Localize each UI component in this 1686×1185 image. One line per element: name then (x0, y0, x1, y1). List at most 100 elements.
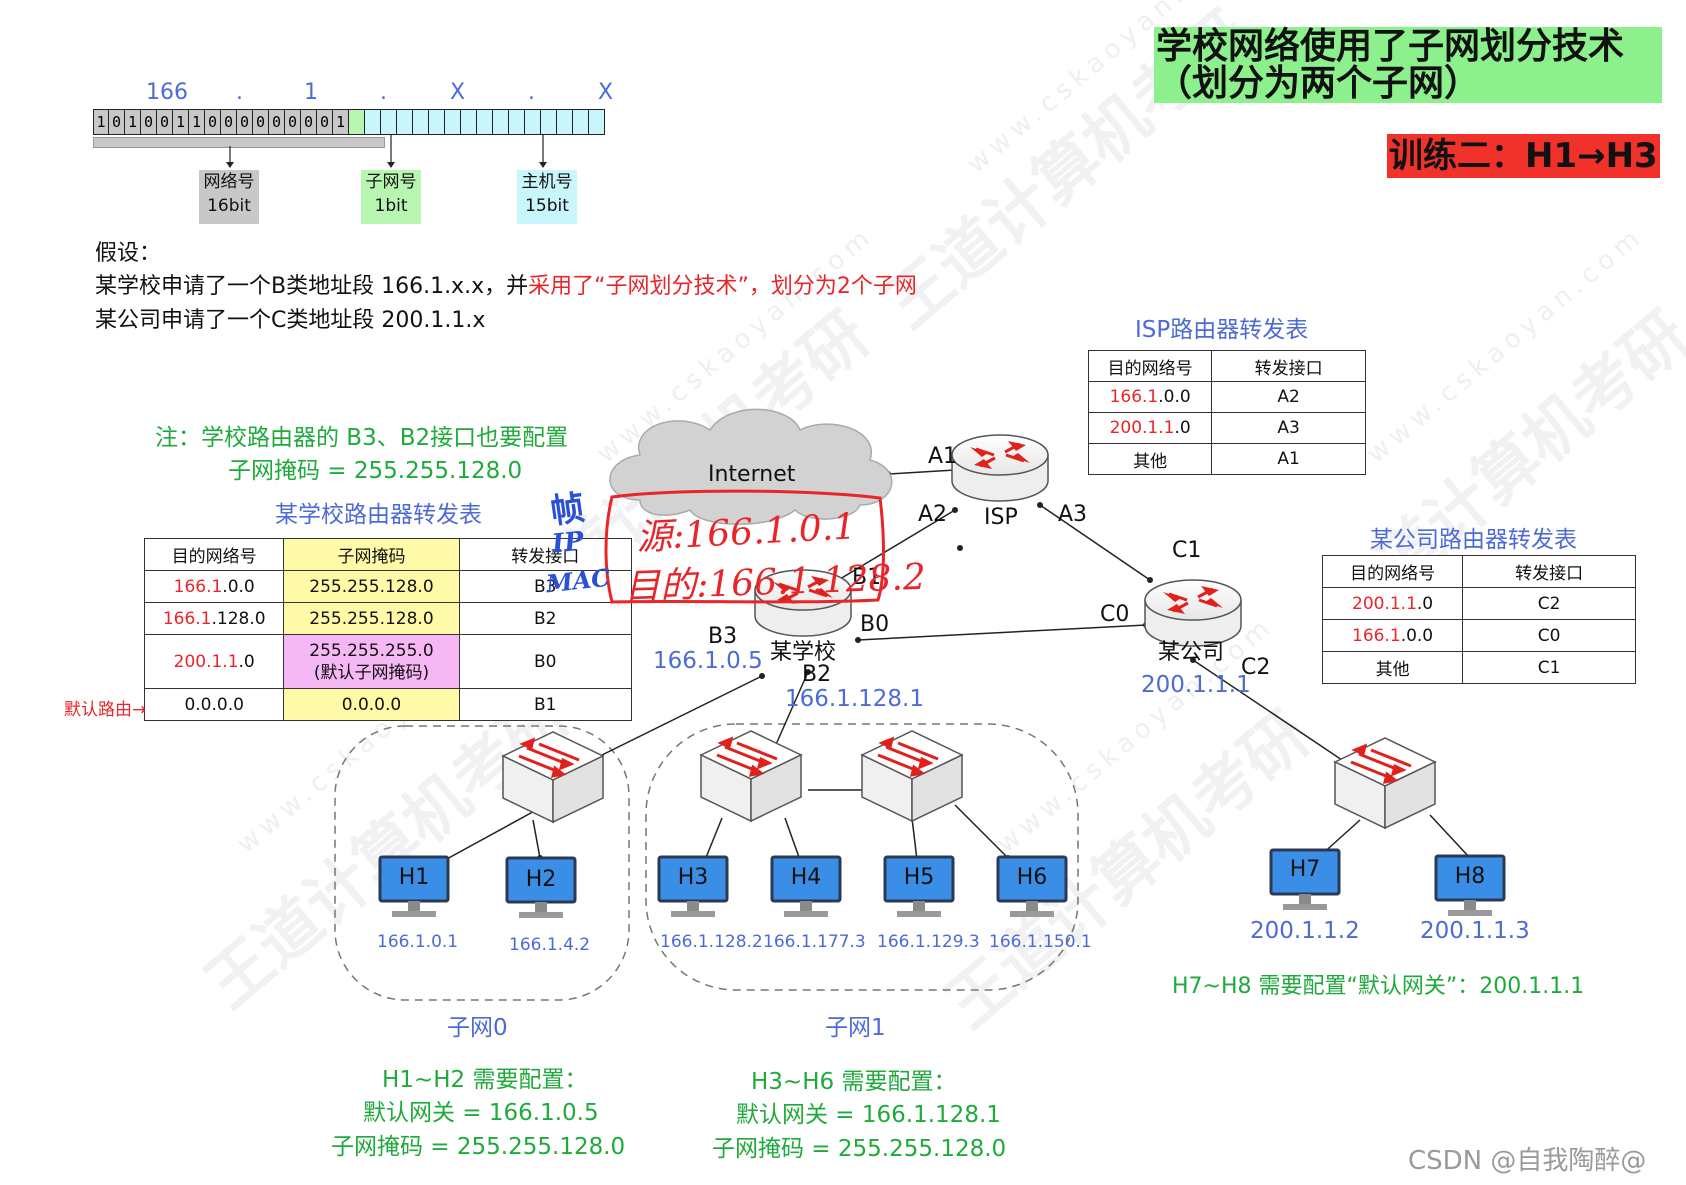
note-line2: 子网掩码 = 255.255.128.0 (228, 458, 523, 484)
switch-icon[interactable] (501, 730, 605, 824)
ip-bit-cell (541, 109, 557, 135)
isp-table-title: ISP路由器转发表 (1135, 317, 1309, 343)
default-route-label: 默认路由→ (64, 700, 147, 720)
ip-bit-cell: 0 (237, 109, 253, 135)
host-ip: 166.1.0.1 (377, 932, 459, 952)
host-ip: 200.1.1.2 (1250, 918, 1360, 944)
exercise-box (1387, 134, 1660, 178)
company-table-title: 某公司路由器转发表 (1370, 527, 1577, 553)
school-table-title: 某学校路由器转发表 (275, 502, 482, 528)
ip-bit-cell: 0 (285, 109, 301, 135)
ip-bit-cell (477, 109, 493, 135)
host-name: H4 (790, 865, 822, 890)
octet-label: X (450, 80, 466, 105)
port-label: A2 (918, 502, 948, 527)
host-name: H5 (903, 865, 935, 890)
network-number-label: 网络号 16bit (199, 170, 259, 224)
table-row: 166.1.0.0 C0 (1321, 619, 1636, 652)
interface-ip: 166.1.0.5 (653, 648, 763, 674)
host-ip: 166.1.4.2 (509, 935, 591, 955)
switch-icon[interactable] (1333, 736, 1437, 830)
octet-label: 166 (146, 80, 188, 105)
handwritten-destination: 目的:166.1.128.2 (623, 556, 927, 609)
switch-icon[interactable] (860, 729, 964, 823)
ip-bit-cell: 1 (173, 109, 189, 135)
config-h12-mask: 子网掩码 = 255.255.128.0 (331, 1134, 626, 1160)
subnet-number-label: 子网号 1bit (361, 170, 421, 224)
assumption-line2: 某公司申请了一个C类地址段 200.1.1.x (95, 308, 486, 333)
table-header: 转发接口 (1211, 350, 1366, 382)
internet-cloud (609, 408, 893, 525)
ip-bit-cell: 0 (269, 109, 285, 135)
config-h36-mask: 子网掩码 = 255.255.128.0 (712, 1136, 1007, 1162)
config-h36-title: H3~H6 需要配置： (751, 1069, 957, 1095)
isp-router-label: ISP (984, 505, 1018, 530)
ip-bit-cell (461, 109, 477, 135)
ip-bit-cell (493, 109, 509, 135)
host-name: H7 (1289, 857, 1321, 882)
port-label: B1 (852, 565, 882, 590)
ip-bit-cell: 0 (221, 109, 237, 135)
ip-bit-cell (525, 109, 541, 135)
port-label: B3 (708, 624, 738, 649)
assumption-line1: 某学校申请了一个B类地址段 166.1.x.x，并采用了“子网划分技术”，划分为… (95, 274, 917, 299)
octet-label: 1 (304, 80, 318, 105)
ip-bit-cell (509, 109, 525, 135)
ip-bit-cell (381, 109, 397, 135)
table-header: 目的网络号 (143, 538, 285, 571)
isp-router-icon[interactable] (950, 433, 1050, 503)
school-forwarding-table: 目的网络号 子网掩码 转发接口 166.1.0.0 255.255.128.0 … (143, 538, 633, 721)
isp-forwarding-table: 目的网络号 转发接口 166.1.0.0 A2 200.1.1.0 A3 其他 … (1087, 350, 1366, 475)
subnet1-boundary (645, 723, 1079, 991)
port-label: B2 (802, 662, 832, 687)
ip-bit-cell: 1 (93, 109, 109, 135)
host-ip: 166.1.129.3 (877, 932, 980, 952)
host-ip: 166.1.150.1 (989, 932, 1092, 952)
table-row: 0.0.0.0 0.0.0.0 B1 (143, 688, 633, 721)
network-bracket (93, 137, 385, 148)
link-endpoints (442, 471, 1473, 863)
ip-bit-cell: 0 (317, 109, 333, 135)
ip-bit-cell: 0 (109, 109, 125, 135)
assumption-heading: 假设： (95, 241, 162, 266)
host-name: H1 (398, 865, 430, 890)
switch-icon[interactable] (699, 729, 803, 823)
note-line1: 注：学校路由器的 B3、B2接口也要配置 (155, 425, 569, 451)
table-row: 其他 A1 (1087, 443, 1366, 475)
ip-bit-cell (573, 109, 589, 135)
company-router-label: 某公司 (1158, 640, 1225, 665)
ip-bit-cell: 0 (253, 109, 269, 135)
host-ip: 166.1.128.2 (660, 932, 763, 952)
ip-bit-cell (589, 109, 605, 135)
table-header: 转发接口 (458, 538, 633, 571)
handwritten-frame: 帧 (547, 487, 588, 533)
subnet0-boundary (334, 725, 630, 1001)
port-label: B0 (860, 612, 890, 637)
ip-bit-cell: 1 (333, 109, 349, 135)
octet-dot: . (380, 80, 387, 105)
exercise-label: 训练二：H1→H3 (1389, 136, 1658, 176)
port-label: C2 (1241, 655, 1271, 680)
footer-credit: CSDN @自我陶醉@ (1408, 1146, 1647, 1176)
table-row: 200.1.1.0 C2 (1321, 587, 1636, 620)
table-header: 目的网络号 (1087, 350, 1213, 382)
title-box (1154, 27, 1662, 103)
ip-bit-cell (429, 109, 445, 135)
network-links (444, 469, 1471, 861)
host-name: H6 (1016, 865, 1048, 890)
ip-bit-cell (413, 109, 429, 135)
bit-pointers (226, 134, 547, 168)
port-label: C1 (1172, 538, 1202, 563)
ip-bit-cell (397, 109, 413, 135)
port-label: C0 (1100, 602, 1130, 627)
config-h12-title: H1~H2 需要配置： (382, 1067, 588, 1093)
company-forwarding-table: 目的网络号 转发接口 200.1.1.0 C2 166.1.0.0 C0 其他 … (1321, 555, 1636, 684)
handwritten-ip: IP (550, 526, 586, 560)
ip-bit-cell: 0 (301, 109, 317, 135)
octet-label: X (598, 80, 614, 105)
ip-bit-cell: 1 (189, 109, 205, 135)
host-name: H2 (525, 867, 557, 892)
page-title: 学校网络使用了子网划分技术 (1156, 26, 1625, 67)
